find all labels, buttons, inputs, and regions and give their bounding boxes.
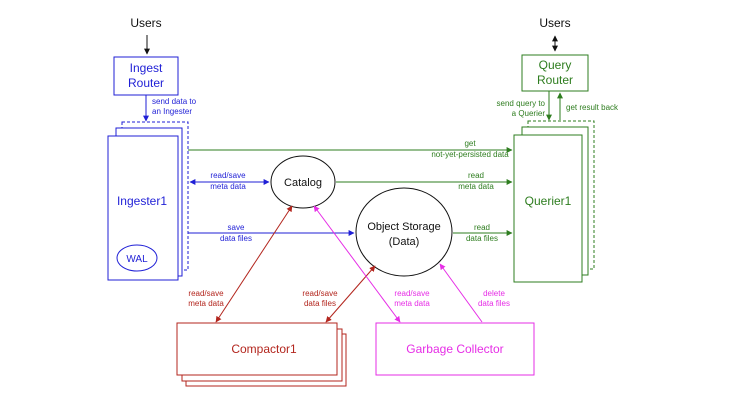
compactor-label: Compactor1 xyxy=(231,342,297,356)
object-storage-label-2: (Data) xyxy=(389,236,420,248)
send-query-label-2: a Querier xyxy=(512,109,546,118)
ingester-files-label-2: data files xyxy=(220,234,252,243)
ingest-router-label-1: Ingest xyxy=(130,61,163,75)
ingest-router-label-2: Router xyxy=(128,76,164,90)
object-storage-label-1: Object Storage xyxy=(367,221,440,233)
compactor-meta-label-2: meta data xyxy=(188,299,224,308)
gc-meta-label-1: read/save xyxy=(394,289,430,298)
catalog-node: Catalog xyxy=(270,155,336,209)
wal-label: WAL xyxy=(126,254,148,265)
ingest-router: Ingest Router xyxy=(113,56,179,96)
object-storage-node: Object Storage (Data) xyxy=(355,187,453,277)
gc-delete-files-arrow xyxy=(439,263,483,323)
gc-catalog-arrow xyxy=(313,205,401,323)
compactor-stack: Compactor1 xyxy=(176,322,347,387)
query-router: Query Router xyxy=(521,54,589,92)
querier-label: Querier1 xyxy=(525,194,572,208)
ingester-meta-label-2: meta data xyxy=(210,182,246,191)
ingester-label: Ingester1 xyxy=(117,194,167,208)
querier-meta-label-2: meta data xyxy=(458,182,494,191)
compactor-files-label-1: read/save xyxy=(302,289,338,298)
querier-meta-label-1: read xyxy=(468,171,484,180)
query-router-label-2: Router xyxy=(537,73,573,87)
ingester-meta-label-1: read/save xyxy=(210,171,246,180)
send-query-label-1: send query to xyxy=(497,99,546,108)
get-not-persisted-label-2: not-yet-persisted data xyxy=(431,150,509,159)
gc-files-label-2: data files xyxy=(478,299,510,308)
query-router-label-1: Query xyxy=(539,58,572,72)
send-data-label-2: an Ingester xyxy=(152,107,192,116)
get-not-persisted-label-1: get xyxy=(464,139,476,148)
compactor-files-label-2: data files xyxy=(304,299,336,308)
garbage-collector: Garbage Collector xyxy=(375,322,535,376)
gc-meta-label-2: meta data xyxy=(394,299,430,308)
querier-files-label-2: data files xyxy=(466,234,498,243)
users-left-label: Users xyxy=(130,16,161,30)
compactor-catalog-arrow xyxy=(215,205,293,323)
wal-node xyxy=(116,244,158,272)
send-data-label-1: send data to xyxy=(152,97,197,106)
users-right-label: Users xyxy=(539,16,570,30)
ingester-files-label-1: save xyxy=(228,223,245,232)
garbage-collector-label: Garbage Collector xyxy=(406,342,503,356)
compactor-meta-label-1: read/save xyxy=(188,289,224,298)
querier-stack: Querier1 xyxy=(513,120,595,283)
querier-files-label-1: read xyxy=(474,223,490,232)
get-result-label: get result back xyxy=(566,103,619,112)
gc-files-label-1: delete xyxy=(483,289,505,298)
catalog-label: Catalog xyxy=(284,177,322,189)
ingester-stack: Ingester1 WAL xyxy=(107,121,189,281)
